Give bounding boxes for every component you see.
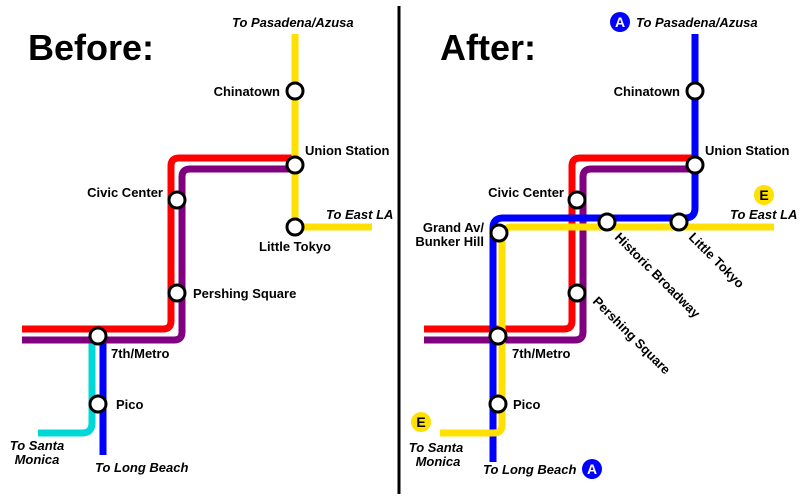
svg-text:E: E [416, 414, 425, 430]
after-badge-a-bottom: A [582, 459, 602, 479]
after-label-grand-av-line2: Bunker Hill [415, 234, 484, 249]
before-panel: Before: Chinatown Union Station Little T… [10, 15, 394, 475]
after-dest-pasadena: To Pasadena/Azusa [636, 15, 758, 30]
after-dest-long-beach: To Long Beach [483, 462, 576, 477]
after-label-union-station: Union Station [705, 143, 790, 158]
before-station-chinatown [285, 81, 305, 101]
svg-text:A: A [615, 14, 625, 30]
after-label-pico: Pico [513, 397, 541, 412]
before-purple-line [22, 165, 295, 344]
before-label-7th-metro: 7th/Metro [111, 346, 170, 361]
after-station-historic-broadway [597, 212, 617, 232]
before-label-pico: Pico [116, 397, 144, 412]
after-heading: After: [440, 27, 536, 68]
after-label-pershing-square: Pershing Square [590, 294, 674, 378]
before-label-chinatown: Chinatown [214, 84, 280, 99]
before-dest-long-beach: To Long Beach [95, 460, 188, 475]
before-station-union-station [285, 155, 305, 175]
after-station-grand-av [489, 223, 509, 243]
after-badge-a-top: A [610, 12, 630, 32]
before-heading: Before: [28, 27, 154, 68]
before-dest-pasadena: To Pasadena/Azusa [232, 15, 354, 30]
before-label-pershing-square: Pershing Square [193, 286, 296, 301]
after-label-chinatown: Chinatown [614, 84, 680, 99]
after-badge-e-right: E [754, 185, 774, 205]
after-blue-line [489, 34, 699, 462]
before-station-pershing-square [167, 283, 187, 303]
after-station-7th-metro [488, 326, 508, 346]
after-station-little-tokyo [669, 212, 689, 232]
after-label-7th-metro: 7th/Metro [512, 346, 571, 361]
before-label-civic-center: Civic Center [87, 185, 163, 200]
before-cyan-line [38, 336, 96, 437]
after-red-line [424, 154, 695, 333]
after-dest-east-la: To East LA [730, 207, 797, 222]
before-label-little-tokyo: Little Tokyo [259, 239, 331, 254]
before-station-little-tokyo [285, 217, 305, 237]
after-station-civic-center [567, 190, 587, 210]
before-dest-santa-monica-line2: Monica [15, 452, 60, 467]
after-dest-santa-monica-line1: To Santa [409, 440, 463, 455]
before-label-union-station: Union Station [305, 143, 390, 158]
before-red-line [22, 154, 295, 333]
after-label-civic-center: Civic Center [488, 185, 564, 200]
before-station-civic-center [167, 190, 187, 210]
after-dest-santa-monica-line2: Monica [416, 454, 461, 469]
after-purple-line [424, 165, 695, 344]
svg-text:A: A [587, 461, 597, 477]
svg-text:E: E [759, 187, 768, 203]
before-dest-santa-monica-line1: To Santa [10, 438, 64, 453]
before-station-pico [88, 394, 108, 414]
after-panel: After: Chinatown Union Station Civic Cen… [409, 12, 797, 479]
before-station-7th-metro [88, 326, 108, 346]
before-yellow-line [291, 34, 372, 231]
after-label-grand-av-line1: Grand Av/ [423, 220, 485, 235]
after-station-pershing-square [567, 283, 587, 303]
after-badge-e-left: E [411, 412, 431, 432]
after-station-pico [488, 394, 508, 414]
after-station-union-station [685, 155, 705, 175]
before-dest-east-la: To East LA [326, 207, 393, 222]
after-label-little-tokyo: Little Tokyo [686, 230, 748, 292]
after-station-chinatown [685, 81, 705, 101]
